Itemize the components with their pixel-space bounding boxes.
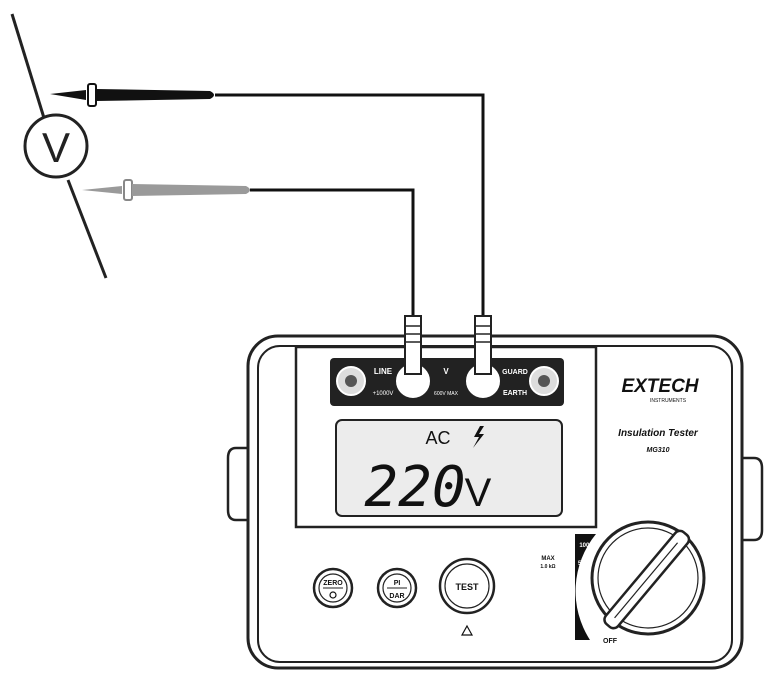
pi-dar-button[interactable]: PI DAR xyxy=(376,567,418,609)
right-side-clip xyxy=(742,456,764,542)
test-button[interactable]: TEST xyxy=(438,557,496,615)
lcd-reading: 220 xyxy=(364,455,465,520)
gray-probe-tip xyxy=(82,186,122,194)
guard-terminal-label: GUARD xyxy=(502,369,528,376)
voltmeter-symbol xyxy=(23,113,89,179)
terminal-strip xyxy=(330,358,564,406)
line-terminal-hole xyxy=(345,375,357,387)
gray-plug-body xyxy=(404,315,422,375)
black-plug-body xyxy=(474,315,492,375)
dial-position-ohm: Ω xyxy=(582,596,588,603)
lcd-display xyxy=(335,419,563,517)
v-terminal-label: V xyxy=(443,367,449,376)
zero-button-label: ZERO xyxy=(323,580,343,587)
circuit-under-test: V xyxy=(10,13,108,279)
gray-lead-wire xyxy=(250,188,415,320)
knob-pointer-line xyxy=(614,542,679,619)
black-probe-handle xyxy=(96,89,214,101)
pi-button-label: PI xyxy=(394,580,401,587)
insulation-tester: LINE +1000V V 600V MAX GUARD EARTH AC 22… xyxy=(226,315,764,670)
brand-subtitle: INSTRUMENTS xyxy=(650,398,687,404)
dial-off-label: OFF xyxy=(603,638,618,645)
high-voltage-icon xyxy=(473,426,484,448)
brand-logo: EXTECH xyxy=(621,376,699,397)
gray-probe-handle xyxy=(132,184,250,196)
warning-triangle-icon xyxy=(460,624,474,636)
dial-position-v: V xyxy=(585,613,591,622)
voltmeter-label: V xyxy=(42,124,70,171)
black-test-lead xyxy=(50,83,485,320)
dial-max-label: MAX xyxy=(541,556,554,562)
dial-position-500v: 500V xyxy=(578,561,592,567)
zero-button[interactable]: ZERO xyxy=(312,567,354,609)
v-terminal-sublabel: 600V MAX xyxy=(434,391,459,397)
black-probe-tip xyxy=(50,90,86,100)
left-side-clip xyxy=(226,446,248,522)
product-name: Insulation Tester xyxy=(618,428,699,439)
model-number: MG310 xyxy=(647,447,670,454)
rotary-selector-knob[interactable] xyxy=(590,520,706,636)
earth-terminal-label: EARTH xyxy=(503,390,527,397)
test-button-label: TEST xyxy=(455,582,479,592)
gray-probe-guard xyxy=(123,179,133,201)
guard-terminal-hole xyxy=(538,375,550,387)
gray-test-lead xyxy=(82,179,415,320)
backlight-icon xyxy=(329,591,337,599)
dar-button-label: DAR xyxy=(389,593,404,600)
lcd-mode-indicator: AC xyxy=(425,428,450,448)
black-lead-wire xyxy=(215,93,485,320)
conductor-line-top xyxy=(10,13,46,119)
dial-scale-arc xyxy=(575,534,596,640)
dial-max-value: 1.0 kΩ xyxy=(540,564,555,570)
line-terminal-label: LINE xyxy=(374,367,393,376)
line-terminal-sublabel: +1000V xyxy=(373,391,394,397)
conductor-line-bottom xyxy=(66,179,108,279)
black-probe-guard xyxy=(87,83,97,107)
lcd-unit: V xyxy=(465,471,492,515)
dial-position-1000v: 1000V xyxy=(579,543,596,549)
dial-position-250v: 250V xyxy=(577,579,591,585)
